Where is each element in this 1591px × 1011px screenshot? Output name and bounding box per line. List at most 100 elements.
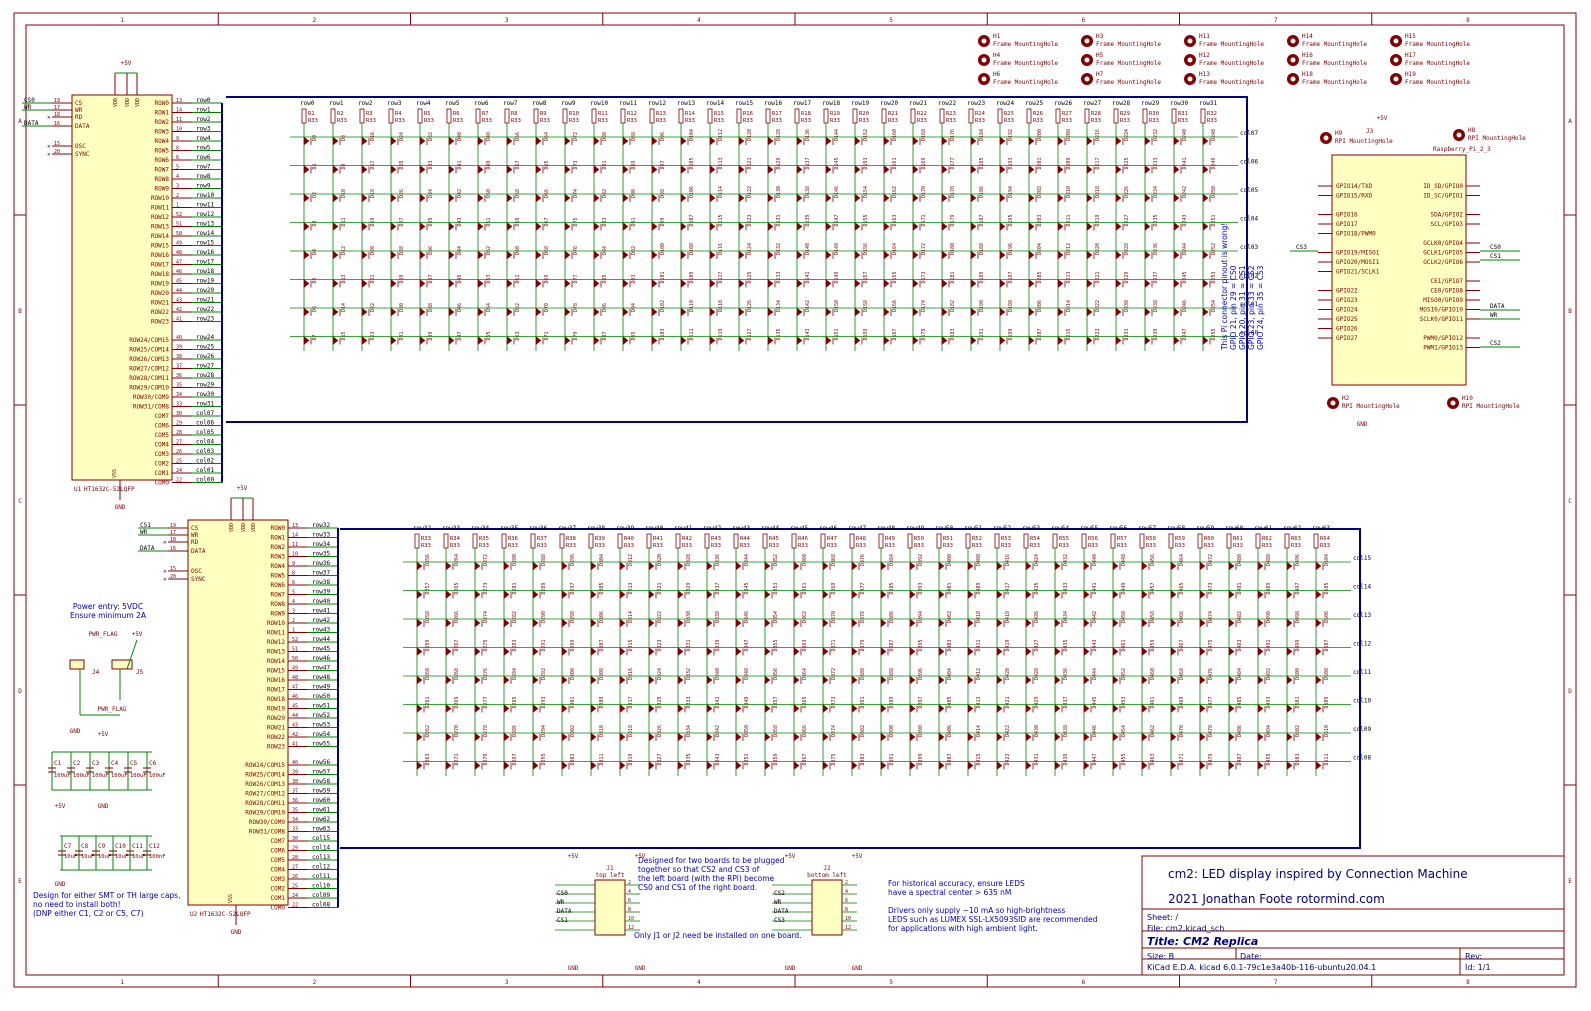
row-net-label: row14: [706, 100, 724, 107]
resistor-ref: R36: [508, 536, 518, 542]
led-icon: [361, 164, 368, 175]
led-matrix-bottom: row32R33R33D256D257D258D259D260D261D262D…: [340, 525, 1371, 849]
led-ref: D222: [1095, 300, 1101, 312]
led-ref: D326: [657, 725, 663, 737]
led-ref: D475: [1208, 639, 1214, 651]
pin-name: ROW1: [271, 535, 286, 542]
led-ref: D408: [976, 554, 982, 566]
led-icon: [474, 675, 481, 685]
pin-name: SDA/GPIO2: [1430, 212, 1463, 219]
led-icon: [941, 278, 948, 289]
led-ref: D292: [541, 668, 547, 680]
led-icon: [709, 164, 716, 175]
led-icon: [564, 335, 571, 346]
pin-number: 38: [292, 779, 298, 785]
led-ref: D212: [1066, 243, 1072, 255]
led-ref: D40: [457, 132, 463, 141]
row-net-label: row22: [938, 100, 956, 107]
led-ref: D294: [541, 725, 547, 737]
led-ref: D1: [312, 163, 318, 169]
led-ref: D323: [657, 639, 663, 651]
led-ref: D378: [860, 611, 866, 623]
gnd-label: GND: [1357, 421, 1368, 428]
led-icon: [677, 646, 684, 657]
led-ref: D491: [1266, 639, 1272, 651]
led-icon: [999, 193, 1006, 203]
led-icon: [706, 732, 713, 742]
led-ref: D70: [544, 303, 550, 312]
led-icon: [1028, 335, 1035, 346]
pin-number: 4: [176, 174, 179, 180]
resistor-ref: R10: [569, 111, 579, 117]
led-ref: D478: [1208, 725, 1214, 737]
pin-name: ROW10: [267, 620, 285, 627]
pin-name: ROW8: [155, 176, 170, 183]
pin-number: 2: [292, 618, 295, 624]
led-ref: D358: [773, 725, 779, 737]
led-ref: D371: [831, 639, 837, 651]
net-label: row0: [196, 97, 211, 104]
led-icon: [532, 589, 539, 600]
led-ref: D176: [950, 129, 956, 141]
pin-name: COM7: [155, 413, 170, 420]
resistor-ref: R17: [772, 111, 782, 117]
led-icon: [851, 732, 858, 742]
led-icon: [1170, 646, 1177, 657]
row-net-label: row51: [964, 525, 982, 532]
row-net-label: row16: [764, 100, 782, 107]
led-ref: D305: [599, 582, 605, 594]
led-icon: [1025, 561, 1032, 571]
led-icon: [1083, 760, 1090, 771]
pin-number: 11: [292, 542, 298, 548]
net-label: row19: [196, 278, 214, 285]
led-icon: [416, 561, 423, 571]
net-label: row29: [196, 382, 214, 389]
led-ref: D120: [747, 129, 753, 141]
led-icon: [1199, 561, 1206, 571]
led-icon: [1112, 760, 1119, 771]
resistor-value: R33: [653, 543, 663, 549]
led-ref: D239: [1153, 328, 1159, 340]
led-icon: [1141, 675, 1148, 685]
gnd-label: GND: [55, 881, 66, 888]
net-label: row59: [312, 788, 330, 795]
mounting-hole-center: [1187, 76, 1193, 82]
resistor: [704, 533, 710, 549]
led-ref: D156: [863, 243, 869, 255]
led-icon: [767, 221, 774, 232]
pin-name: CE0/GPIO8: [1430, 288, 1463, 295]
led-ref: D322: [657, 611, 663, 623]
led-icon: [793, 732, 800, 742]
resistor: [1023, 533, 1029, 549]
led-icon: [1173, 250, 1180, 260]
led-icon: [445, 589, 452, 600]
led-icon: [503, 703, 510, 714]
led-ref: D210: [1066, 186, 1072, 198]
pin-name: GPIO23: [1336, 297, 1358, 304]
led-ref: D313: [628, 582, 634, 594]
pin-number: 19: [54, 98, 60, 104]
led-icon: [1144, 307, 1151, 317]
hole-ref: H2: [1342, 395, 1350, 402]
resistor-value: R33: [1262, 543, 1272, 549]
led-ref: D217: [1095, 157, 1101, 169]
resistor-ref: R9: [540, 111, 547, 117]
led-icon: [735, 646, 742, 657]
resistor-value: R33: [769, 543, 779, 549]
led-ref: D257: [425, 582, 431, 594]
led-ref: D167: [892, 328, 898, 340]
resistor-value: R33: [1233, 543, 1243, 549]
led-ref: D484: [1237, 668, 1243, 680]
led-ref: D198: [1008, 300, 1014, 312]
led-ref: D355: [773, 639, 779, 651]
net-label: row44: [312, 636, 330, 643]
led-icon: [735, 618, 742, 628]
led-ref: D465: [1179, 582, 1185, 594]
pin-name: COM5: [271, 857, 286, 864]
led-icon: [764, 646, 771, 657]
row-net-label: row38: [587, 525, 605, 532]
led-ref: D278: [483, 725, 489, 737]
led-icon: [1028, 136, 1035, 146]
border-col-label: 3: [505, 979, 509, 986]
pin-name: ID_SC/GPIO1: [1423, 193, 1463, 200]
